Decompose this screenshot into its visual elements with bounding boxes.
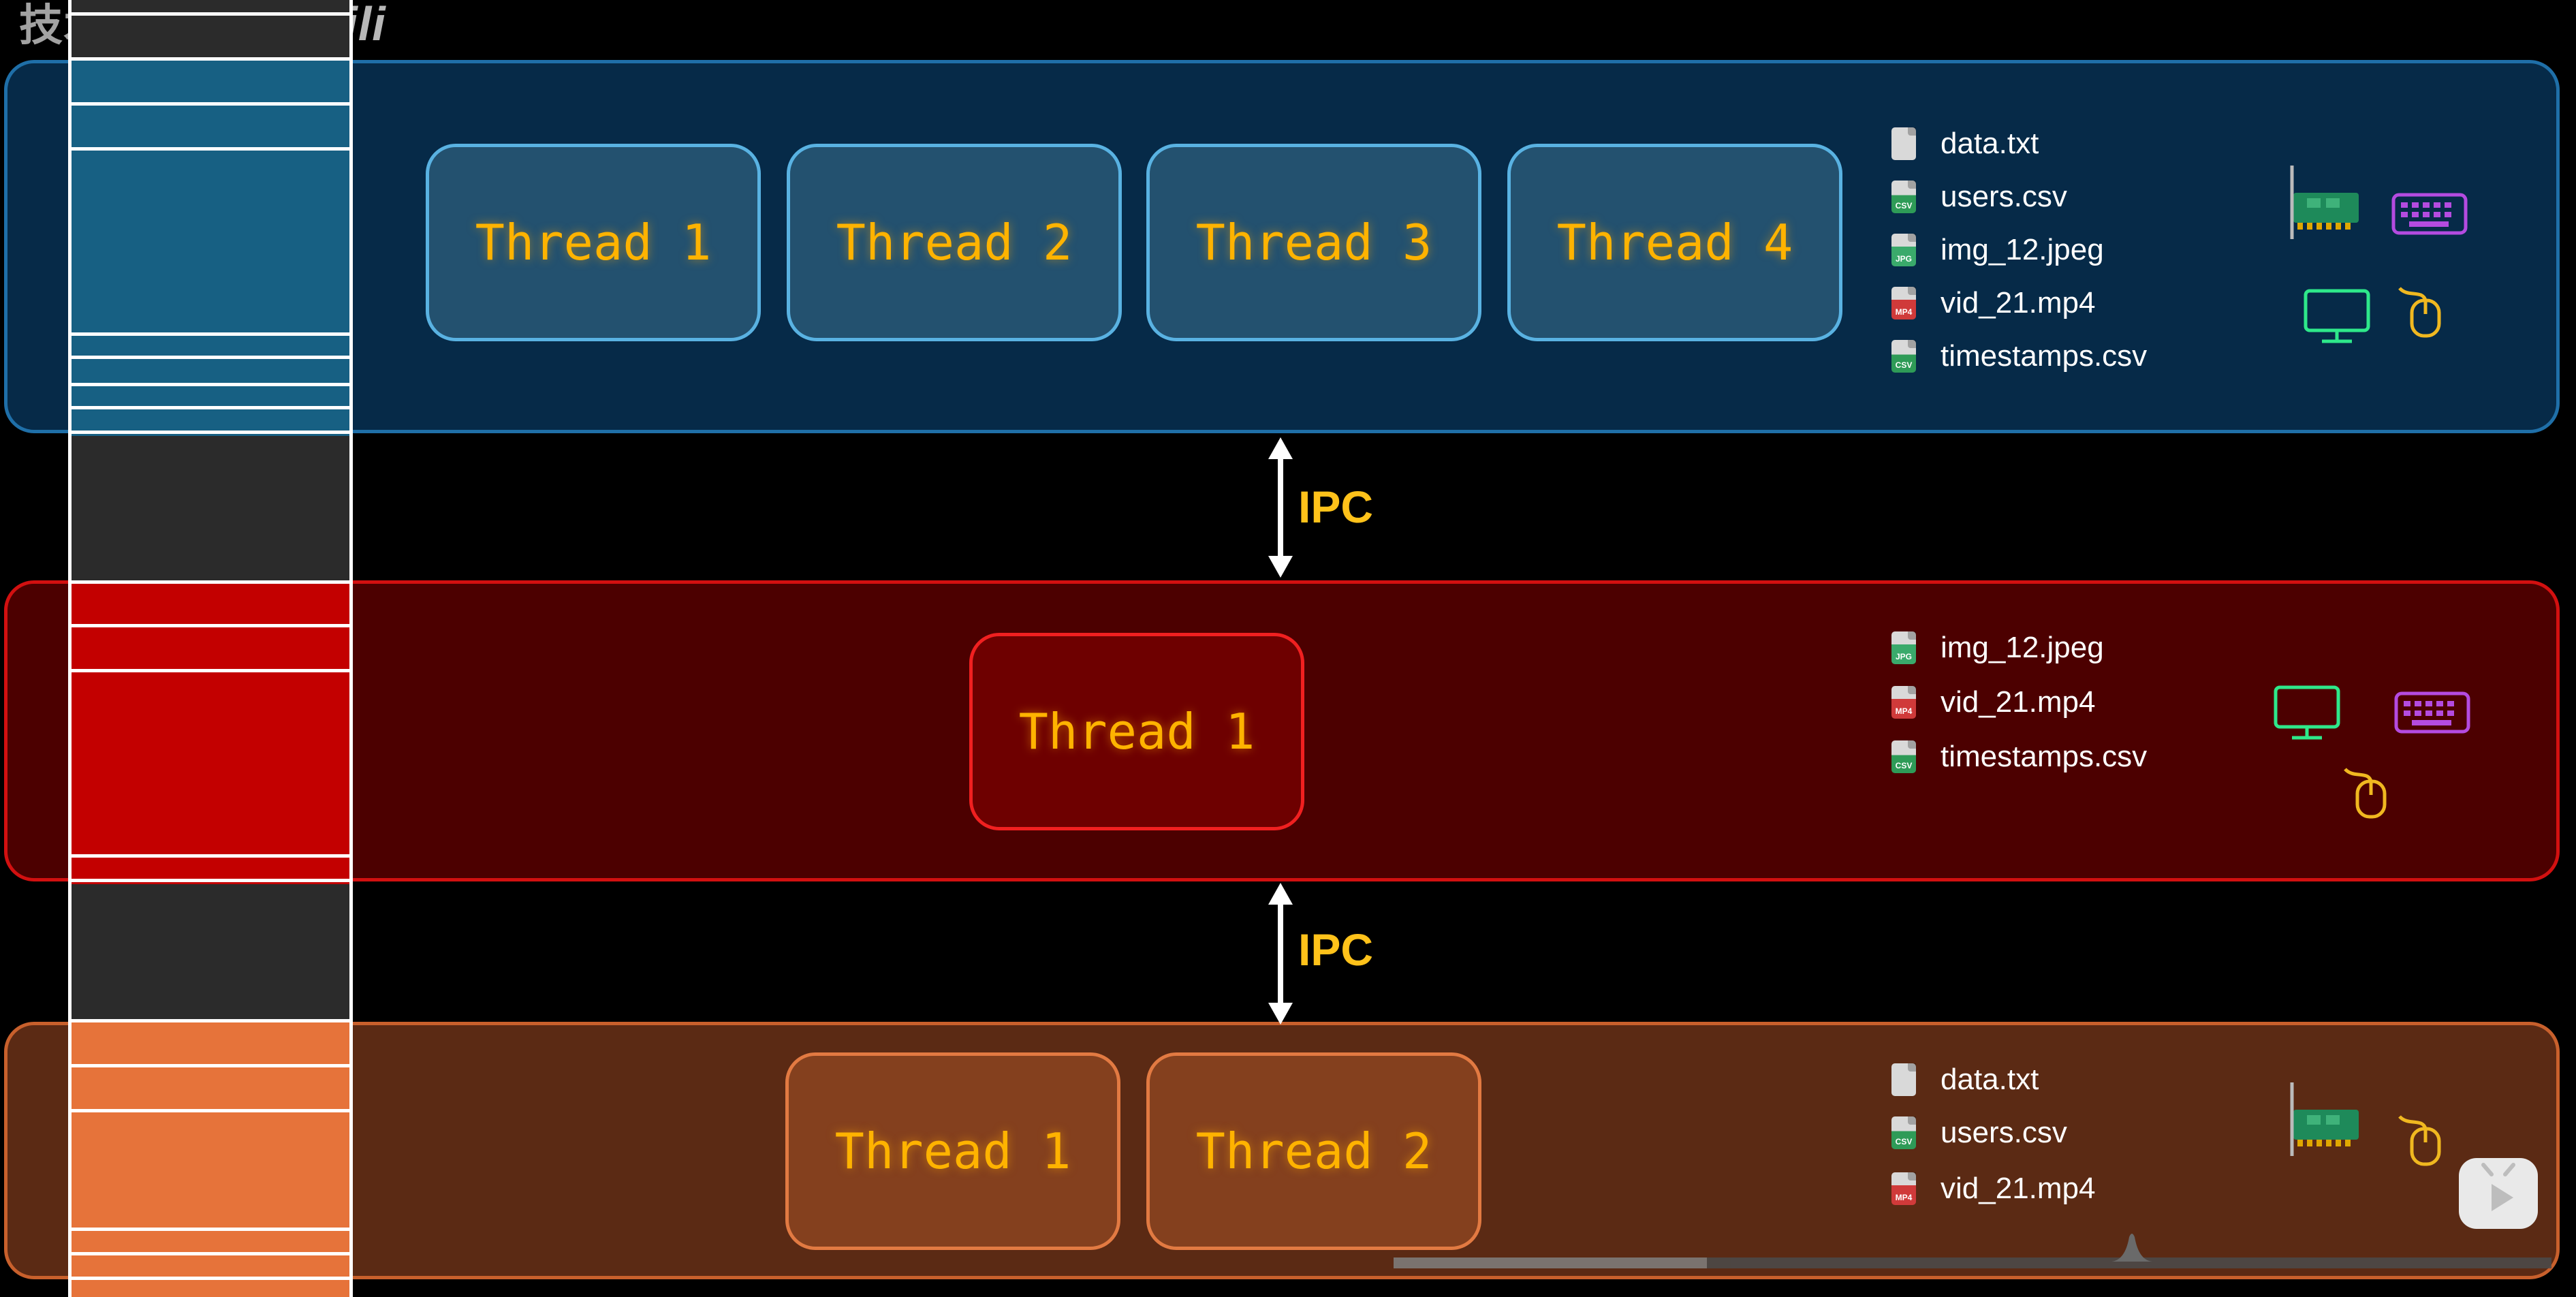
process-1-thread-1: Thread 1 <box>426 144 761 341</box>
memory-segment-blue <box>72 57 349 436</box>
memory-divider <box>72 383 349 386</box>
ipc-arrow-2 <box>1268 883 1293 1025</box>
file-item: data.txt <box>1891 1059 2039 1100</box>
memory-divider <box>72 431 349 434</box>
memory-divider <box>72 580 349 584</box>
mp4-file-icon: MP4 <box>1891 1172 1916 1205</box>
tv-play-icon <box>2481 1163 2515 1211</box>
process-3-thread-1: Thread 1 <box>785 1052 1120 1250</box>
memory-divider <box>72 1252 349 1255</box>
memory-divider <box>72 669 349 672</box>
file-name: vid_21.mp4 <box>1941 685 2096 719</box>
memory-divider <box>72 332 349 336</box>
memory-segment-red <box>72 580 349 884</box>
mp4-file-icon: MP4 <box>1891 287 1916 319</box>
file-item: CSV users.csv <box>1891 176 2067 217</box>
file-name: timestamps.csv <box>1941 339 2148 373</box>
file-name: users.csv <box>1941 1116 2067 1149</box>
csv-file-icon: CSV <box>1891 740 1916 773</box>
play-button[interactable] <box>2459 1158 2538 1229</box>
ipc-label-2: IPC <box>1298 924 1374 975</box>
mouse-icon <box>2398 1115 2441 1166</box>
monitor-icon <box>2274 685 2340 740</box>
file-name: vid_21.mp4 <box>1941 1172 2096 1205</box>
process-1-thread-2: Thread 2 <box>787 144 1122 341</box>
memory-divider <box>72 1228 349 1231</box>
memory-divider <box>72 356 349 359</box>
ipc-label-1: IPC <box>1298 482 1374 532</box>
memory-divider <box>72 879 349 882</box>
monitor-icon <box>2304 289 2370 343</box>
network-card-icon <box>2290 166 2359 239</box>
file-item: data.txt <box>1891 123 2039 164</box>
keyboard-icon <box>2391 193 2468 235</box>
file-item: JPG img_12.jpeg <box>1891 627 2104 668</box>
memory-divider <box>72 1109 349 1112</box>
file-item: JPG img_12.jpeg <box>1891 230 2104 270</box>
csv-file-icon: CSV <box>1891 340 1916 373</box>
progress-peak-marker <box>2111 1234 2152 1262</box>
file-name: img_12.jpeg <box>1941 233 2104 266</box>
memory-divider <box>72 1064 349 1067</box>
memory-divider <box>72 624 349 627</box>
memory-column <box>68 0 353 1297</box>
memory-divider <box>72 1019 349 1022</box>
keyboard-icon <box>2394 691 2470 734</box>
file-name: data.txt <box>1941 127 2039 160</box>
mp4-file-icon: MP4 <box>1891 686 1916 719</box>
file-item: CSV timestamps.csv <box>1891 736 2147 777</box>
video-progress-played <box>1394 1257 1707 1268</box>
csv-file-icon: CSV <box>1891 1116 1916 1149</box>
file-name: timestamps.csv <box>1941 740 2148 773</box>
process-1-thread-3: Thread 3 <box>1146 144 1481 341</box>
jpeg-file-icon: JPG <box>1891 234 1916 266</box>
file-item: MP4 vid_21.mp4 <box>1891 1168 2095 1209</box>
memory-divider <box>72 1277 349 1280</box>
file-name: img_12.jpeg <box>1941 631 2104 664</box>
memory-divider <box>72 406 349 409</box>
text-file-icon <box>1891 1063 1916 1096</box>
network-card-icon <box>2290 1082 2359 1156</box>
memory-divider <box>72 12 349 16</box>
memory-divider <box>72 147 349 151</box>
jpeg-file-icon: JPG <box>1891 631 1916 664</box>
video-progress-bar[interactable] <box>1394 1257 2551 1268</box>
process-3-thread-2: Thread 2 <box>1146 1052 1481 1250</box>
memory-divider <box>72 854 349 858</box>
text-file-icon <box>1891 127 1916 160</box>
file-item: CSV users.csv <box>1891 1112 2067 1153</box>
memory-divider <box>72 57 349 61</box>
mouse-icon <box>2398 287 2441 338</box>
process-1-thread-4: Thread 4 <box>1507 144 1842 341</box>
mouse-icon <box>2344 768 2387 819</box>
process-1: Thread 1 Thread 2 Thread 3 Thread 4 data… <box>4 60 2560 433</box>
process-2-thread-1: Thread 1 <box>969 633 1304 830</box>
file-name: vid_21.mp4 <box>1941 286 2096 319</box>
ipc-arrow-1 <box>1268 437 1293 578</box>
memory-divider <box>72 102 349 106</box>
file-item: CSV timestamps.csv <box>1891 336 2147 377</box>
file-name: users.csv <box>1941 180 2067 213</box>
process-2: Thread 1 JPG img_12.jpeg MP4 vid_21.mp4 CS… <box>4 580 2560 881</box>
csv-file-icon: CSV <box>1891 181 1916 213</box>
file-item: MP4 vid_21.mp4 <box>1891 682 2095 723</box>
file-item: MP4 vid_21.mp4 <box>1891 283 2095 324</box>
file-name: data.txt <box>1941 1063 2039 1096</box>
